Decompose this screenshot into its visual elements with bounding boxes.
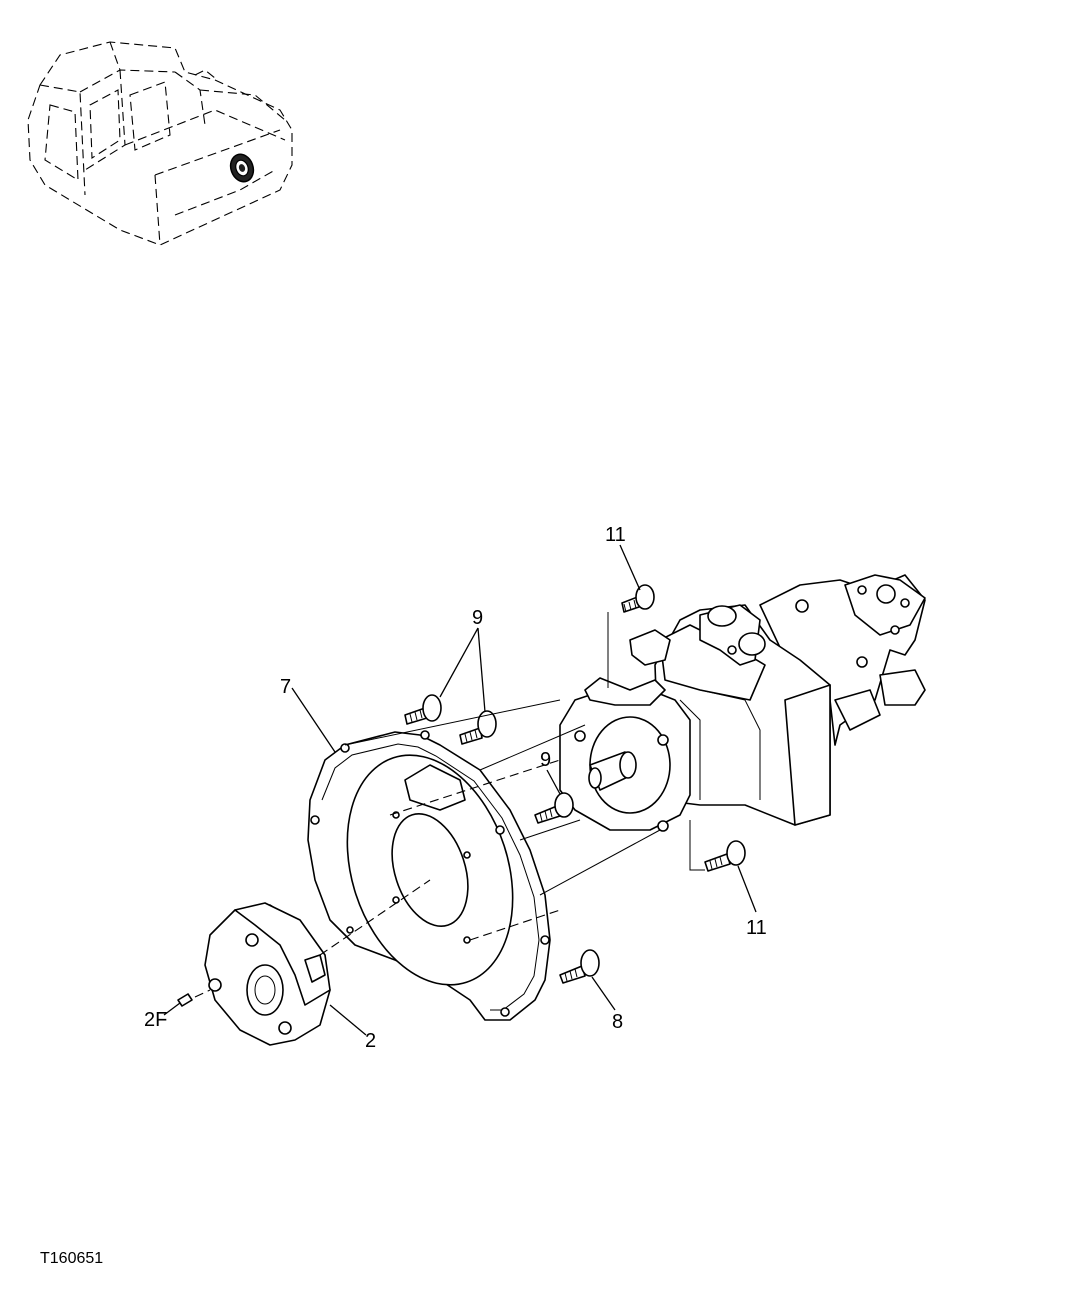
cap-screw-8 (559, 949, 600, 984)
callout-9-top: 9 (472, 607, 483, 629)
callout-2: 2 (365, 1030, 376, 1052)
callout-9-middle: 9 (540, 749, 551, 771)
cap-screw-9-upper-right (459, 710, 497, 745)
set-screw (177, 993, 193, 1007)
excavator-locator-view (27, 41, 293, 246)
leader-lines (163, 544, 757, 1036)
figure-id: T160651 (40, 1250, 103, 1267)
callout-2F: 2F (144, 1009, 167, 1031)
cap-screw-9-middle (534, 792, 574, 824)
coupling (204, 902, 331, 1046)
cap-screw-9-upper-left (404, 694, 442, 725)
flywheel-housing (307, 730, 551, 1021)
callout-8: 8 (612, 1011, 623, 1033)
callout-11-bottom: 11 (746, 917, 767, 939)
callout-11-top: 11 (605, 524, 626, 546)
cap-screw-11-top (621, 584, 655, 613)
callout-7: 7 (280, 676, 291, 698)
hydraulic-pump-assembly (559, 574, 926, 832)
cap-screw-11-bottom (704, 840, 746, 872)
assembly-guide-lines (194, 612, 705, 998)
